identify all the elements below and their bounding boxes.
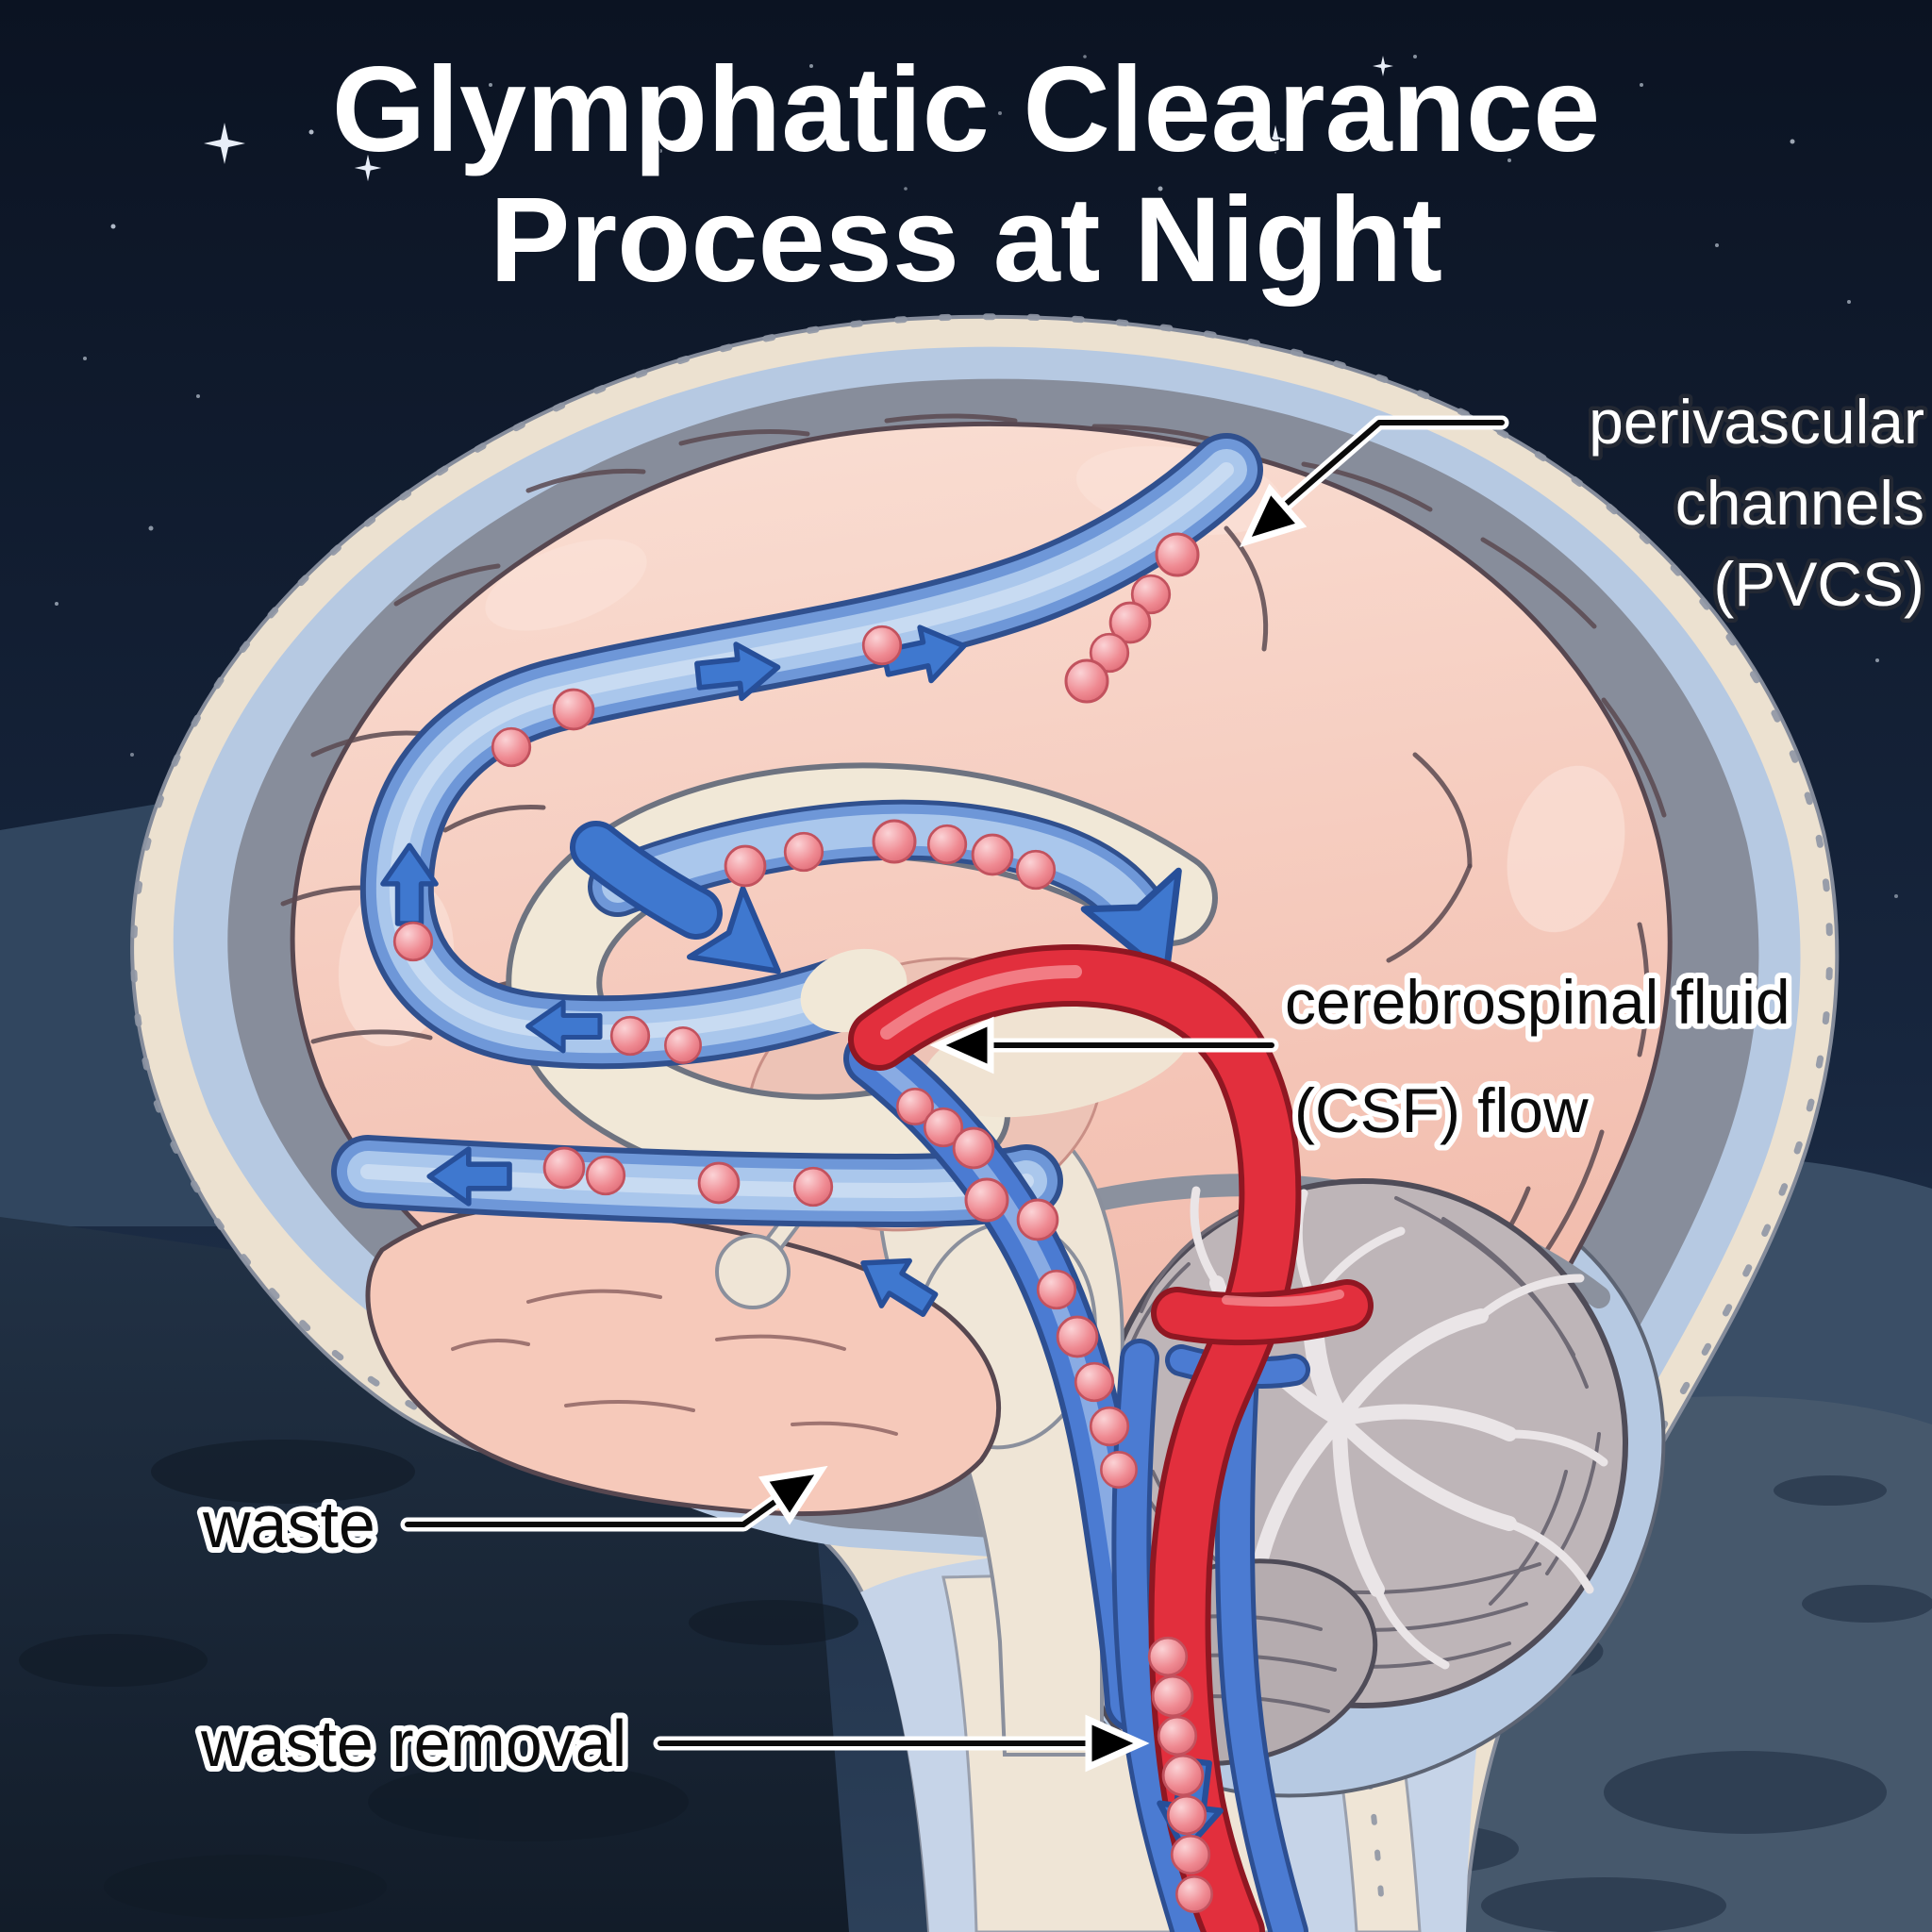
label-pvcs: perivascular channels (PVCS) bbox=[1585, 383, 1929, 624]
page-title-line1: Glymphatic Clearance bbox=[332, 42, 1601, 177]
label-pvcs-line2: channels bbox=[1675, 468, 1924, 538]
arbor-vitae bbox=[1190, 1186, 1608, 1684]
stars bbox=[36, 55, 1898, 1006]
label-csf-line2: (CSF) flow bbox=[1294, 1075, 1589, 1145]
label-pvcs-line3: (PVCS) bbox=[1713, 549, 1924, 619]
label-csf-line1: cerebrospinal fluid bbox=[1285, 967, 1790, 1037]
artery bbox=[879, 972, 1374, 1932]
glymphatic-channels bbox=[368, 470, 1374, 1932]
leader-arrow-waste bbox=[400, 1451, 834, 1532]
skull-suture-ticks bbox=[130, 313, 1834, 1715]
craters-dark bbox=[19, 1440, 858, 1919]
leader-arrow-waste-removal bbox=[653, 1720, 1141, 1767]
label-csf: cerebrospinal fluid (CSF) flow bbox=[1279, 961, 1796, 1151]
pituitary bbox=[715, 1211, 801, 1309]
leader-arrow-csf bbox=[938, 1022, 1279, 1069]
label-wa: waste bbox=[202, 1488, 375, 1561]
csf-flow-arrow-short bbox=[570, 821, 805, 1006]
page-title-line2: Process at Night bbox=[490, 173, 1442, 308]
leader-arrow-pvcs bbox=[1230, 415, 1509, 559]
label-waste-removal: waste removal bbox=[200, 1707, 626, 1780]
annotations: Glymphatic Clearance Process at Night pe… bbox=[194, 42, 1929, 1787]
label-pvcs-line1: perivascular bbox=[1589, 387, 1924, 457]
